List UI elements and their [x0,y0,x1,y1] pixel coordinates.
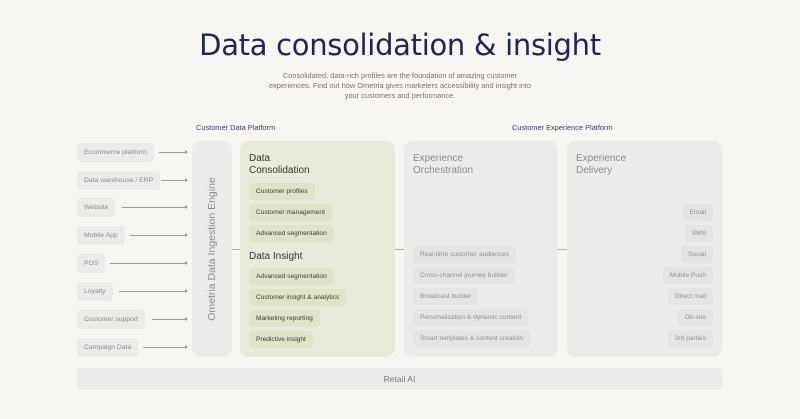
source-ecommerce: Ecommerce platform [77,143,154,162]
arrow-icon [152,317,188,321]
arrow-icon [161,178,188,182]
chip-3rd-parties: 3rd parties [667,330,713,347]
chip-on-site: On-site [677,309,713,326]
experience-delivery-panel: Experience Delivery Email SMS Social Mob… [567,141,722,357]
subtitle-line: experiences. Find out how Ometria gives … [268,81,532,90]
chip-customer-insight: Customer insight & analytics [249,289,347,306]
page-subtitle: Consolidated, data-rich profiles are the… [250,71,550,101]
source-website: Website [77,198,116,217]
source-pos: POS [77,254,106,273]
page-title: Data consolidation & insight [199,28,601,62]
chip-marketing-reporting: Marketing reporting [249,310,320,327]
chip-direct-mail: Direct mail [667,288,713,305]
experience-orchestration-panel: Experience Orchestration Real-time custo… [404,141,558,357]
title-line: Experience [576,153,627,164]
arrow-icon [159,150,188,154]
data-consolidation-panel: Data Consolidation Customer profiles Cus… [240,141,395,357]
subtitle-line: Consolidated, data-rich profiles are the… [282,71,518,80]
delivery-title: Experience Delivery [576,153,626,177]
title-line: Data [249,153,271,164]
title-line: Delivery [576,165,613,176]
chip-sms: SMS [684,225,713,242]
title-line: Experience [413,153,464,164]
chip-social: Social [681,246,713,263]
title-line: Consolidation [249,165,310,176]
retail-ai-bar: Retail AI [77,368,722,390]
arrow-icon [122,205,188,209]
chip-advanced-segmentation: Advanced segmentation [249,225,334,242]
insight-title: Data Insight [249,251,303,262]
chip-advanced-segmentation-2: Advanced segmentation [249,268,334,285]
source-customer-support: Customer support [77,310,146,329]
chip-broadcast-builder: Broadcast builder [413,288,479,305]
source-loyalty: Loyalty [77,282,113,301]
source-data-warehouse: Data warehouse / ERP [77,171,161,190]
chip-email: Email [682,204,713,221]
engine-label: Ometria Data Ingestion Engine [206,177,218,321]
cxp-label: Customer Experience Platform [512,123,613,132]
connector-line [232,249,240,250]
ingestion-engine: Ometria Data Ingestion Engine [192,141,232,357]
title-line: Orchestration [413,165,474,176]
arrow-icon [119,289,188,293]
chip-customer-profiles: Customer profiles [249,183,315,200]
subtitle-line: your customers and performance. [344,91,456,100]
source-campaign-data: Campaign Data [77,338,139,357]
arrow-icon [143,345,188,349]
cdp-label: Customer Data Platform [196,123,276,132]
chip-journey-builder: Cross-channel journey builder [413,267,515,284]
connector-line [558,249,567,250]
consolidation-title: Data Consolidation [249,153,310,177]
orchestration-title: Experience Orchestration [413,153,473,177]
arrow-icon [110,261,188,265]
connector-line [395,249,404,250]
chip-personalization: Personalization & dynamic content [413,309,529,326]
chip-predictive-insight: Predictive insight [249,331,313,348]
chip-customer-management: Customer management [249,204,332,221]
chip-realtime-audiences: Real-time customer audiences [413,246,517,263]
arrow-icon [130,233,188,237]
source-mobile-app: Mobile App [77,226,125,245]
chip-smart-templates: Smart templates & content creation [413,330,530,347]
chip-mobile-push: Mobile Push [662,267,713,284]
